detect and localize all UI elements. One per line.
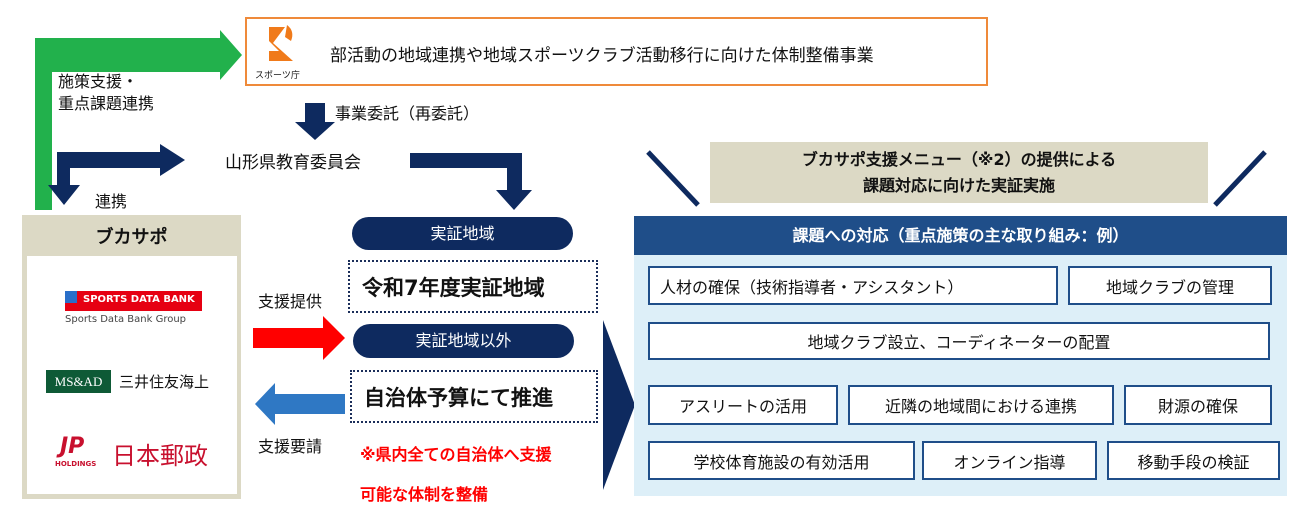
jp-logo: JP [60,434,85,459]
chevron-arrow [603,320,635,490]
menu-item: 地域クラブの管理 [1068,266,1272,305]
cooperation-label: 連携 [95,192,128,211]
provide-support-label: 支援提供 [258,292,323,311]
menu-item: アスリートの活用 [648,385,838,425]
menu-item: 地域クラブ設立、コーディネーターの配置 [648,322,1270,360]
bukasapo-title: ブカサポ [95,227,168,248]
policy-support-label-2: 重点課題連携 [58,94,155,113]
green-arrow [35,30,242,210]
menu-item: 近隣の地域間における連携 [848,385,1114,425]
menu-banner: ブカサポ支援メニュー（※2）の提供による 課題対応に向けた実証実施 [710,142,1208,203]
diagonal-line-left [646,150,700,207]
board-label: 山形県教育委員会 [225,153,361,173]
cooperation-arrow [48,144,185,205]
menu-item: 財源の確保 [1124,385,1272,425]
agency-name: スポーツ庁 [255,71,300,81]
policy-support-label-1: 施策支援・ [58,72,139,91]
other-region-pill: 実証地域以外 [353,324,574,358]
commission-arrow [295,103,335,140]
other-region-box: 自治体予算にて推進 [350,370,598,423]
sdb-logo: SPORTS DATA BANK [65,291,202,311]
menu-item: 学校体育施設の有効活用 [648,441,915,480]
board-to-pilot-arrow [410,153,532,210]
diagonal-line-right [1213,150,1267,207]
sports-agency-logo-icon [269,25,293,61]
menu-item: オンライン指導 [922,441,1097,480]
request-support-arrow [255,383,345,425]
jp-name: 日本郵政 [112,442,208,470]
note-line-1: ※県内全ての自治体へ支援 [360,445,552,464]
note-line-2: 可能な体制を整備 [360,485,489,504]
sdb-sub: Sports Data Bank Group [65,314,187,325]
msad-logo: MS&AD [46,370,111,393]
menu-banner-line-2: 課題対応に向けた実証実施 [862,176,1055,195]
menu-panel-header: 課題への対応（重点施策の主な取り組み：例） [634,216,1287,255]
commission-label: 事業委託（再委託） [335,104,480,123]
provide-support-arrow [253,316,345,360]
agency-box: スポーツ庁 部活動の地域連携や地域スポーツクラブ活動移行に向けた体制整備事業 [245,17,988,86]
menu-item: 移動手段の検証 [1107,441,1280,480]
menu-item: 人材の確保（技術指導者・アシスタント） [648,266,1058,305]
menu-banner-line-1: ブカサポ支援メニュー（※2）の提供による [801,150,1117,169]
pilot-region-pill: 実証地域 [352,217,573,250]
agency-title: 部活動の地域連携や地域スポーツクラブ活動移行に向けた体制整備事業 [330,46,874,66]
jp-sub: HOLDINGS [55,460,97,468]
msad-name: 三井住友海上 [119,373,210,391]
pilot-region-box: 令和7年度実証地域 [348,260,598,313]
request-support-label: 支援要請 [258,437,323,456]
bukasapo-partners: SPORTS DATA BANK Sports Data Bank Group … [27,256,237,494]
